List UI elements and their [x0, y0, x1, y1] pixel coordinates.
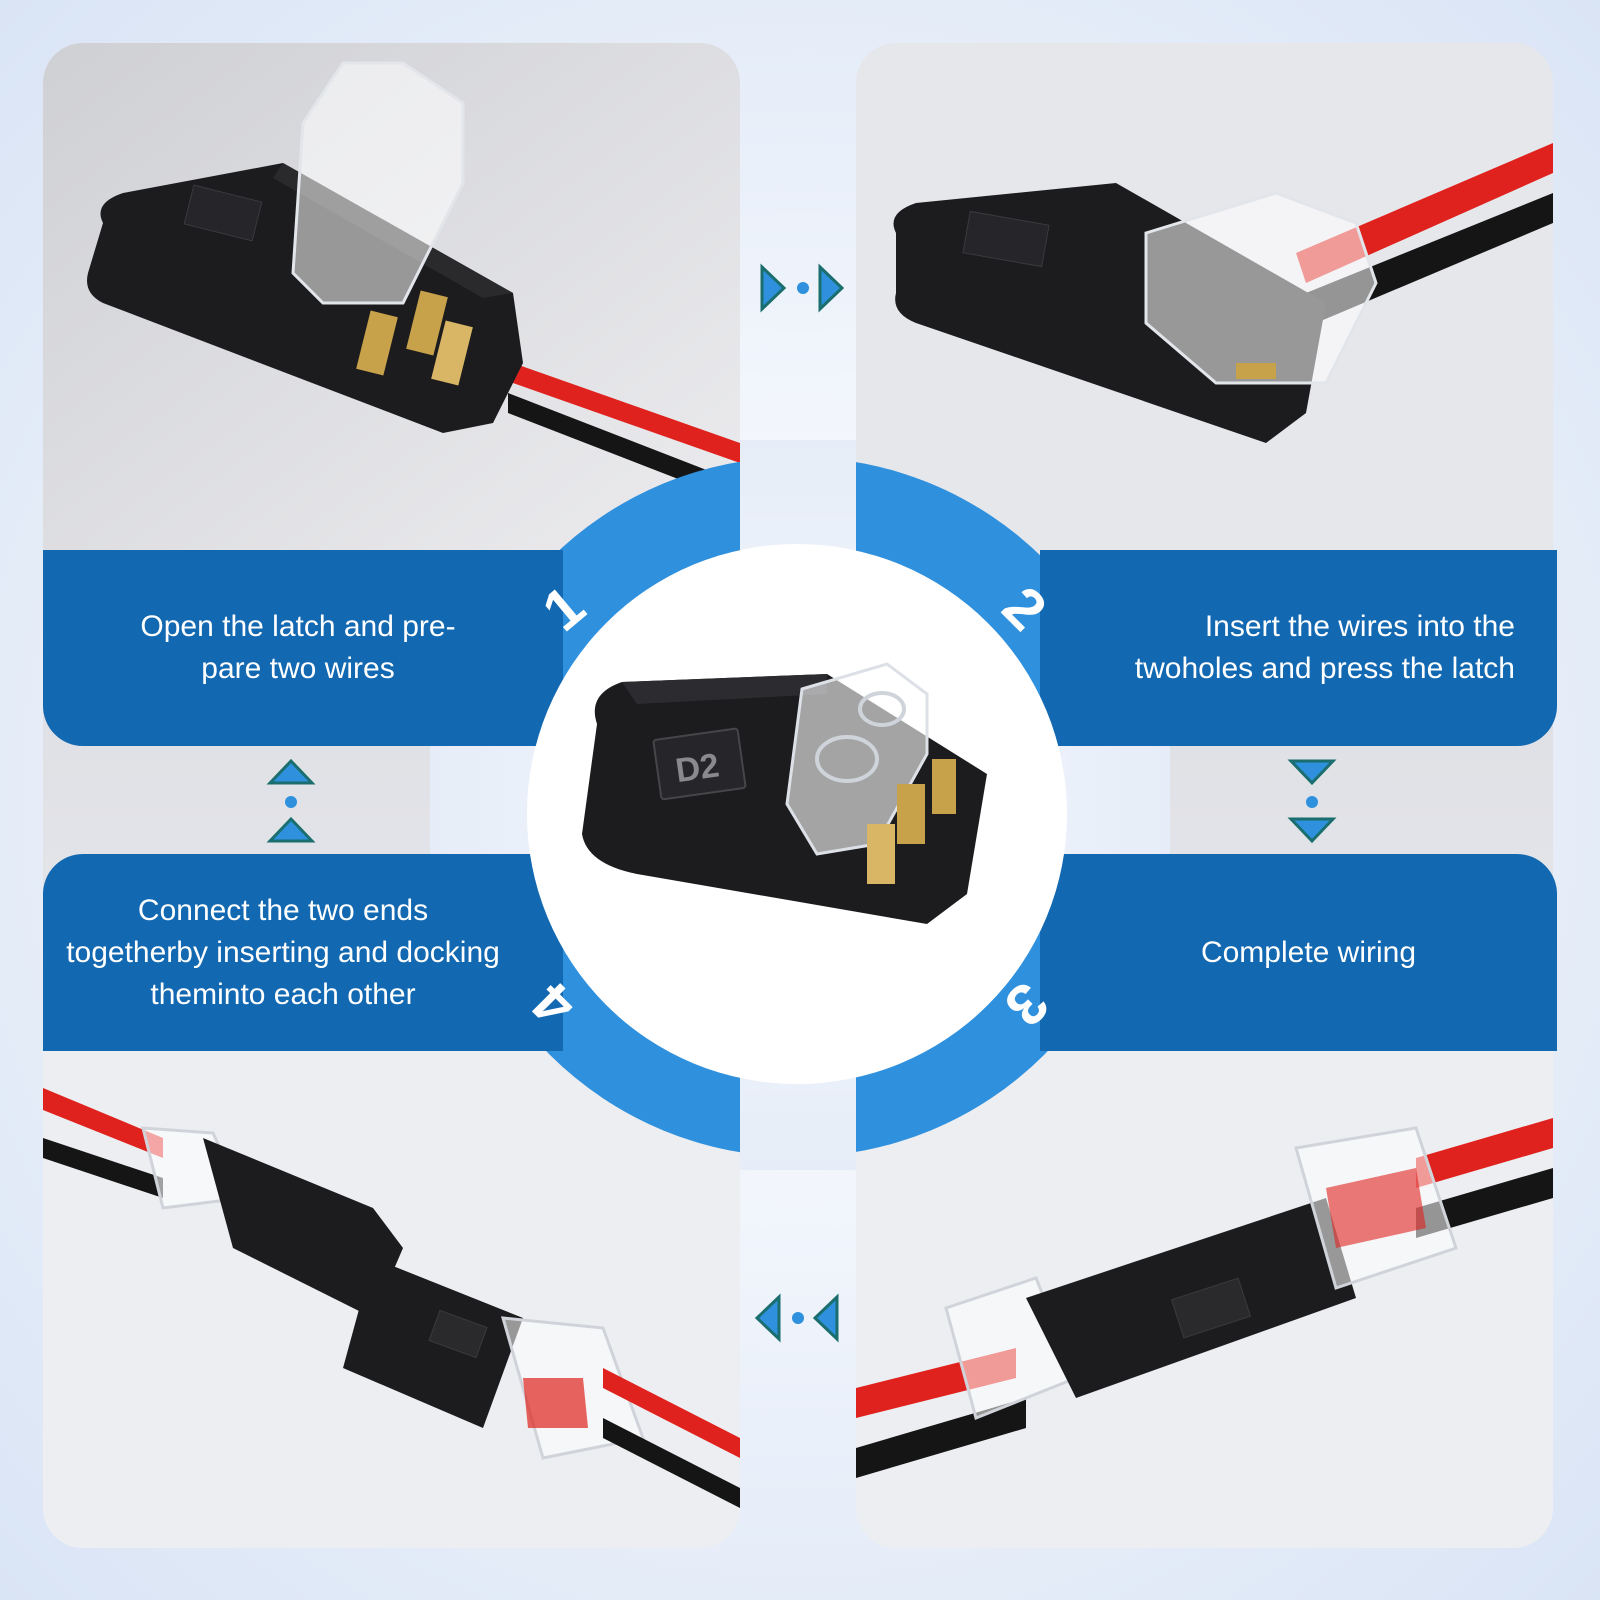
flow-arrow-up-icon: [266, 757, 316, 847]
flow-arrow-right-icon: [758, 263, 848, 313]
panel-right: [856, 43, 1553, 1548]
step-2-caption-band: Insert the wires into the twoholes and p…: [1040, 550, 1557, 746]
step-1-caption-band: Open the latch and pre- pare two wires: [43, 550, 563, 746]
step-3-caption: Complete wiring: [1200, 935, 1417, 969]
photo-step-3: [856, 1048, 1553, 1548]
photo-step-2: [856, 43, 1553, 553]
flow-arrow-left-icon: [753, 1293, 843, 1343]
step-4-caption-band: Connect the two ends togetherby insertin…: [43, 854, 563, 1051]
photo-step-4: [43, 1048, 740, 1548]
step-1-caption: Open the latch and pre- pare two wires: [140, 610, 456, 685]
flow-arrow-down-icon: [1287, 757, 1337, 847]
step-2-caption: Insert the wires into the twoholes and p…: [1134, 610, 1515, 685]
connector-product-image: D2: [582, 662, 987, 924]
photo-step-1: [43, 43, 740, 553]
step-4-caption: Connect the two ends togetherby insertin…: [66, 893, 500, 1011]
connector-label: D2: [673, 746, 721, 790]
step-3-caption-band: Complete wiring: [1040, 854, 1557, 1051]
center-product-circle: D2: [527, 544, 1067, 1084]
